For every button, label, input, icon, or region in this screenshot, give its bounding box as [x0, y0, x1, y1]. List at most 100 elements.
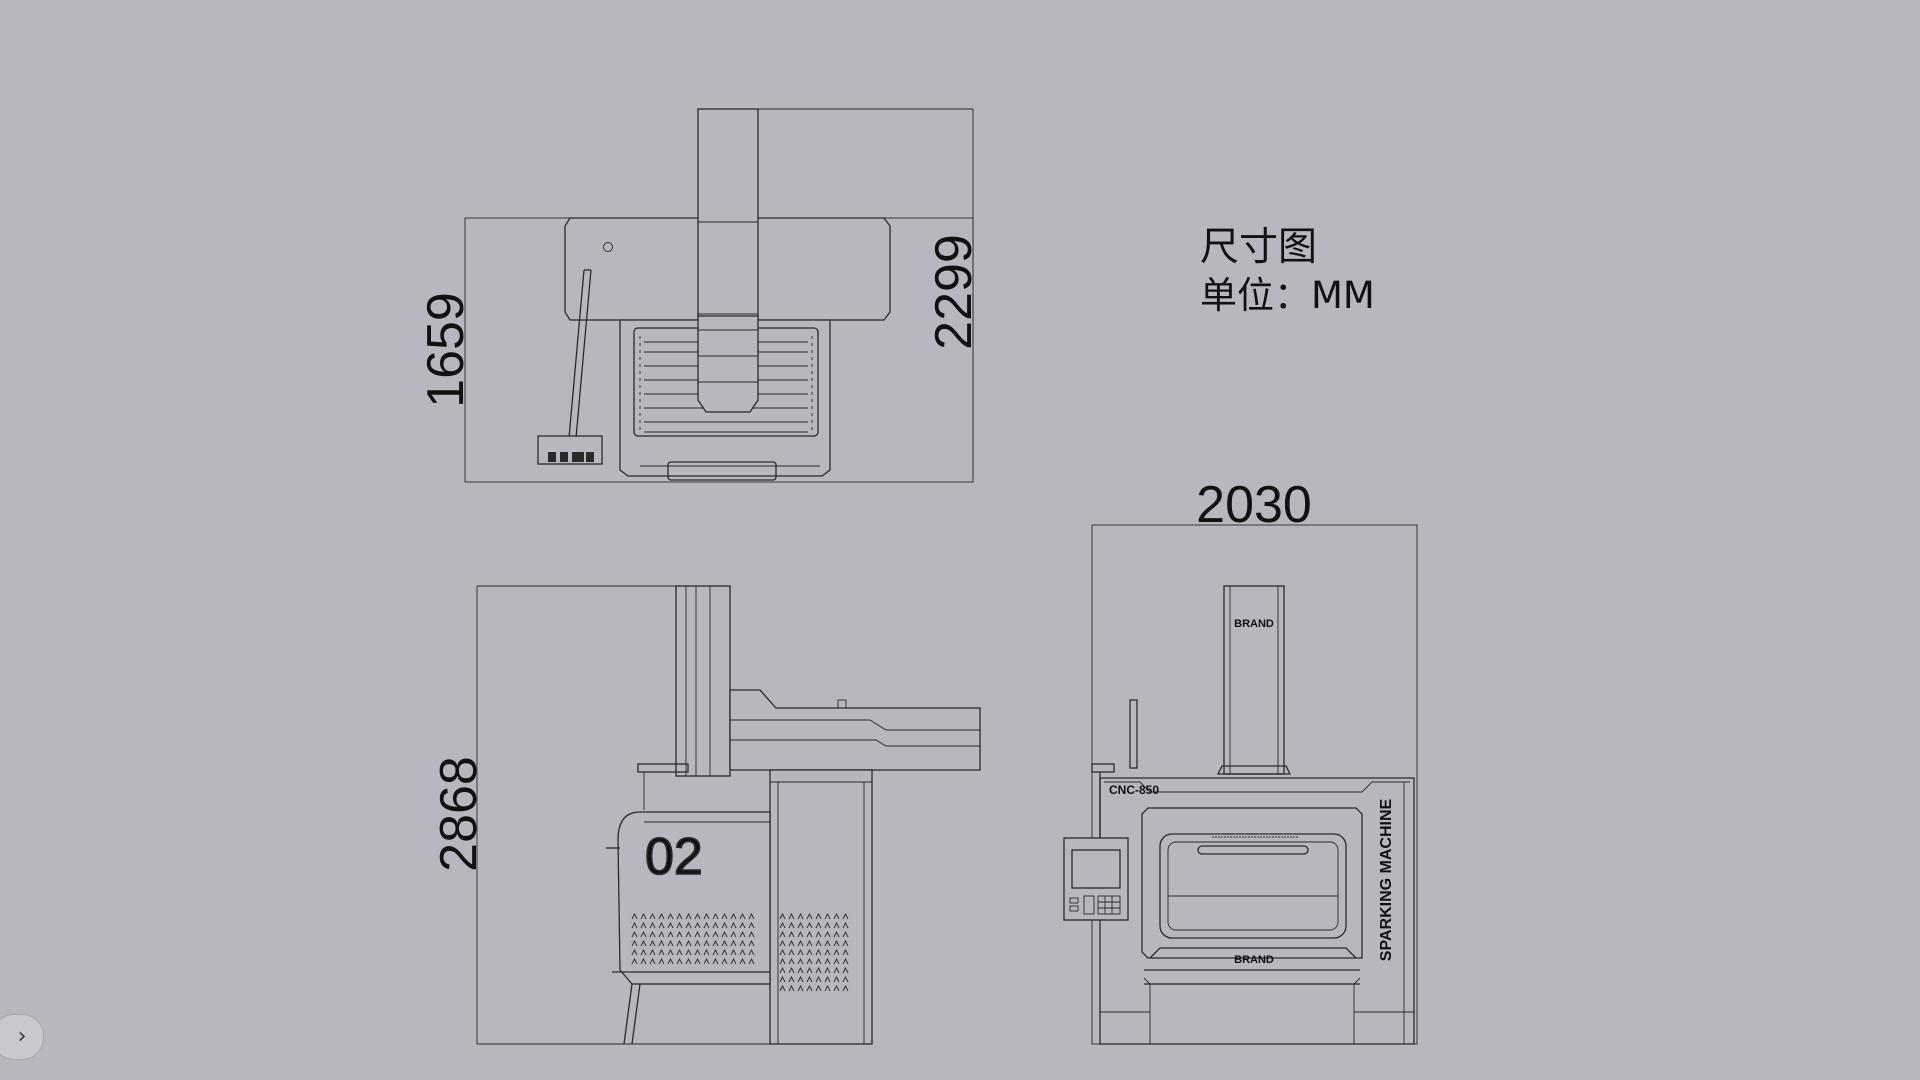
top-arm-hole: [603, 242, 613, 252]
vent-slot: [824, 930, 831, 938]
vent-slot: [797, 957, 804, 965]
vent-slot: [721, 948, 728, 956]
vent-slot: [676, 948, 683, 956]
vent-slot: [694, 930, 701, 938]
vent-slot: [694, 921, 701, 929]
vent-slot: [658, 939, 665, 947]
vent-slot: [721, 930, 728, 938]
vent-slot: [797, 930, 804, 938]
vent-slot: [676, 912, 683, 920]
vent-slot: [703, 939, 710, 947]
vent-slot: [779, 912, 786, 920]
side-cabinet: [769, 769, 873, 1045]
vent-slot: [721, 912, 728, 920]
front-control-screen: [1071, 849, 1121, 889]
vent-slot: [806, 948, 813, 956]
vent-slot: [676, 957, 683, 965]
vent-slot: [815, 948, 822, 956]
vent-slot: [797, 912, 804, 920]
vent-slot: [797, 975, 804, 983]
vent-slot: [739, 930, 746, 938]
side-tank-number: 02: [645, 828, 703, 886]
vent-slot: [703, 948, 710, 956]
vent-slot: [806, 957, 813, 965]
vent-slot: [694, 939, 701, 947]
vent-slot: [779, 984, 786, 992]
vent-slot: [712, 921, 719, 929]
vent-slot: [667, 930, 674, 938]
vent-slot: [779, 921, 786, 929]
vent-slot: [788, 984, 795, 992]
vent-slot: [806, 939, 813, 947]
vent-slot: [797, 966, 804, 974]
vent-slot: [842, 984, 849, 992]
front-pendant-pole: [1129, 699, 1138, 769]
pendant-arm: [568, 269, 585, 439]
vent-slot: [779, 957, 786, 965]
vent-slot: [730, 930, 737, 938]
vent-slot: [703, 957, 710, 965]
side-view-height-label: 2868: [430, 756, 488, 872]
vent-slot: [685, 921, 692, 929]
vent-slot: [833, 984, 840, 992]
vent-slot: [788, 930, 795, 938]
vent-slot: [667, 912, 674, 920]
vent-slot: [779, 930, 786, 938]
unit-label: 单位：MM: [1200, 274, 1375, 317]
vent-slot: [712, 930, 719, 938]
vent-slot: [842, 930, 849, 938]
front-tank-window: [1159, 833, 1347, 939]
vent-slot: [815, 912, 822, 920]
vent-slot: [833, 912, 840, 920]
vent-slot: [815, 939, 822, 947]
vent-slot: [694, 912, 701, 920]
vent-slot: [815, 975, 822, 983]
chevron-right-icon: ›: [17, 1024, 27, 1049]
vent-slot: [833, 921, 840, 929]
vent-slot: [824, 957, 831, 965]
vent-slot: [788, 957, 795, 965]
vent-slot: [806, 975, 813, 983]
vent-slot: [842, 939, 849, 947]
vent-slot: [748, 912, 755, 920]
vent-slot: [833, 966, 840, 974]
vent-slot: [694, 957, 701, 965]
vent-slot: [824, 975, 831, 983]
top-tray: [667, 461, 777, 481]
vent-slot: [739, 921, 746, 929]
vent-slot: [788, 912, 795, 920]
vent-slot: [631, 939, 638, 947]
vent-slot: [631, 948, 638, 956]
front-tank: [1141, 807, 1363, 959]
vent-slot: [806, 930, 813, 938]
vent-slot: [667, 921, 674, 929]
top-view: 1659 2299: [417, 108, 983, 483]
vent-slot: [833, 957, 840, 965]
vent-slot: [721, 939, 728, 947]
vent-slot: [712, 948, 719, 956]
vent-slot: [748, 957, 755, 965]
vent-slot: [658, 957, 665, 965]
side-vent-left: [631, 912, 755, 965]
expand-panel-button[interactable]: ›: [0, 1014, 44, 1060]
vent-slot: [658, 912, 665, 920]
vent-slot: [842, 957, 849, 965]
vent-slot: [649, 930, 656, 938]
vent-slot: [806, 966, 813, 974]
vent-slot: [676, 939, 683, 947]
vent-slot: [842, 966, 849, 974]
vent-slot: [640, 957, 647, 965]
vent-slot: [842, 948, 849, 956]
vent-slot: [815, 957, 822, 965]
vent-slot: [788, 948, 795, 956]
vent-slot: [640, 930, 647, 938]
vent-slot: [833, 930, 840, 938]
vent-slot: [824, 948, 831, 956]
vent-slot: [842, 975, 849, 983]
vent-slot: [824, 966, 831, 974]
front-tank-handle: [1197, 845, 1309, 855]
vent-slot: [712, 912, 719, 920]
vent-slot: [676, 921, 683, 929]
vent-slot: [842, 921, 849, 929]
vent-slot: [685, 948, 692, 956]
